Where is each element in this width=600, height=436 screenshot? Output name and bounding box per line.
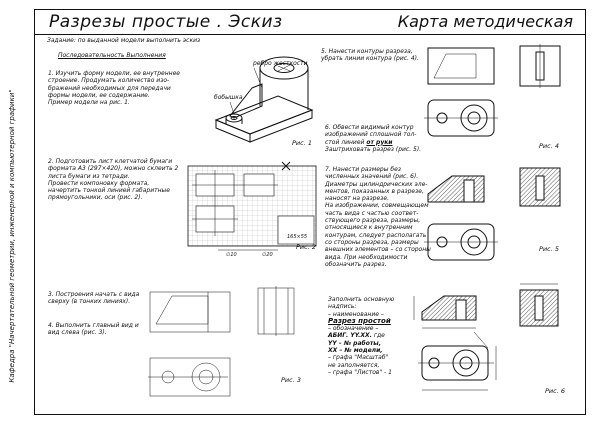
freehand-emphasis: от руки xyxy=(366,138,393,146)
page-title: Разрезы простые . Эскиз xyxy=(49,12,283,32)
header: Разрезы простые . Эскиз Карта методическ… xyxy=(35,10,585,35)
methodical-sheet: Кафедра "Начертательной геометрии, инжен… xyxy=(8,9,586,415)
caption-fig5: Рис. 5 xyxy=(539,245,559,253)
caption-fig2: Рис. 2 xyxy=(296,243,316,251)
caption-fig1: Рис. 1 xyxy=(292,139,312,147)
figure-4-views xyxy=(424,44,561,137)
caption-fig3: Рис. 3 xyxy=(281,376,301,384)
figure-2-layout xyxy=(187,161,317,251)
drawing-frame xyxy=(34,9,586,415)
task-text: Задание: по выданной модели выполнить эс… xyxy=(47,37,201,44)
figure-1-model xyxy=(214,56,314,143)
caption-fig6: Рис. 6 xyxy=(545,387,565,395)
titleblock-size: 165×55 xyxy=(287,234,308,240)
figure-3-views xyxy=(148,286,295,397)
figure-6-dimensioned xyxy=(413,283,559,391)
dim-b: ∅20 xyxy=(262,252,273,258)
step-5: 5. Нанести контуры разреза,убрать линии … xyxy=(321,48,419,63)
dim-a: ∅10 xyxy=(226,252,237,258)
rib-label: ребро жесткости xyxy=(253,60,308,67)
caption-fig4: Рис. 4 xyxy=(539,142,559,150)
page-subtitle: Карта методическая xyxy=(397,12,573,31)
figure-5-section xyxy=(424,167,561,261)
figure-1-leaders xyxy=(229,67,263,115)
boss-label: бобышка xyxy=(214,94,243,101)
department-label: Кафедра "Начертательной геометрии, инжен… xyxy=(8,89,16,383)
sequence-heading: Последовательность Выполнения xyxy=(58,52,166,59)
